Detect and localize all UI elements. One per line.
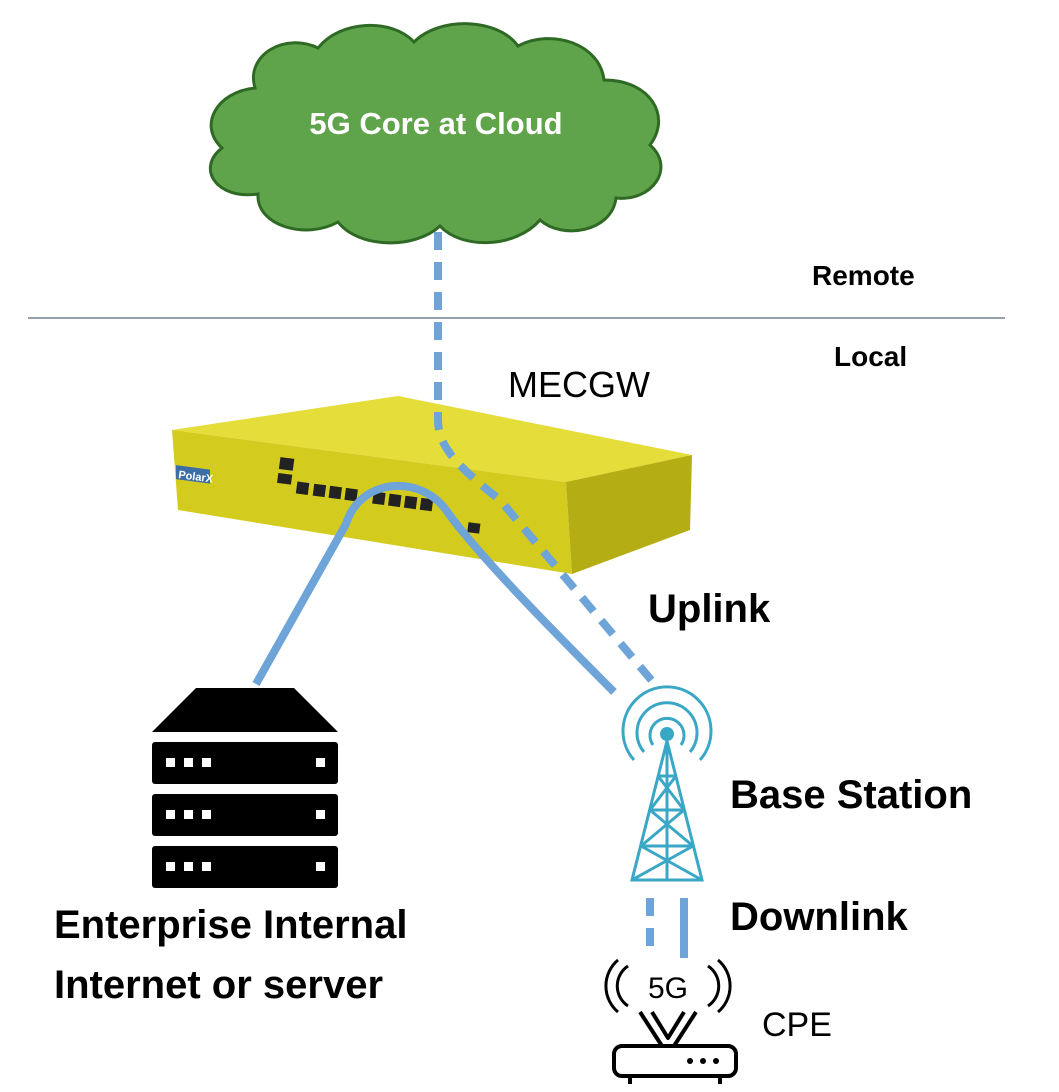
gateway-brand: PolarX [178, 469, 215, 486]
tower-lattice [630, 740, 704, 882]
cpe-label: CPE [762, 1006, 832, 1044]
tower-wave-mid [635, 701, 699, 753]
cpe-signal-arcs [604, 958, 732, 1014]
remote-zone-label: Remote [812, 260, 915, 291]
cell-tower-icon [621, 685, 713, 882]
cloud-shape [209, 22, 663, 245]
downlink-label: Downlink [730, 895, 909, 939]
gateway-brand-plate [176, 465, 210, 484]
gateway-side-face [566, 455, 692, 574]
cloud-icon: 5G Core at Cloud [209, 22, 663, 245]
gateway-ports [277, 457, 481, 534]
server-unit-2 [152, 794, 338, 836]
uplink-label: Uplink [648, 587, 771, 631]
tower-wave-inner [648, 716, 686, 746]
cpe-body [612, 1044, 738, 1078]
gateway-appliance-icon: PolarX [172, 396, 692, 574]
router-5g-icon: 5G [604, 958, 738, 1084]
cpe-leds [687, 1058, 719, 1064]
local-zone-label: Local [834, 341, 907, 372]
gateway-label: MECGW [508, 364, 650, 405]
cloud-label: 5G Core at Cloud [309, 106, 562, 141]
cloud-to-gateway-link [434, 232, 662, 691]
server-roof [152, 688, 338, 732]
server-leds [166, 758, 325, 871]
server-unit-3 [152, 846, 338, 888]
cpe-antennas [638, 1010, 698, 1048]
server-to-gateway-link [252, 481, 617, 695]
tower-top [660, 727, 674, 741]
cpe-badge: 5G [648, 972, 688, 1005]
server-label-line2: Internet or server [54, 963, 383, 1007]
tower-wave-outer [621, 685, 713, 761]
server-label-line1: Enterprise Internal [54, 903, 407, 947]
server-unit-1 [152, 742, 338, 784]
gateway-top-face [172, 396, 692, 482]
base-station-label: Base Station [730, 773, 972, 817]
server-rack-icon [152, 688, 338, 888]
